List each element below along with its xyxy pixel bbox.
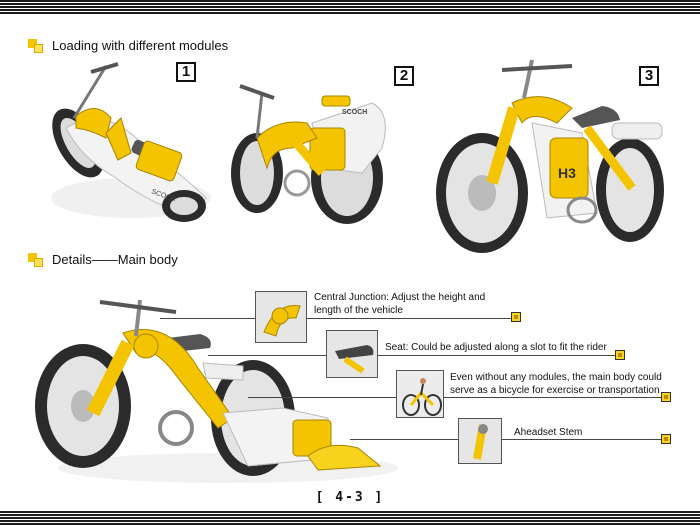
bicycle-mode-thumbnail	[396, 370, 444, 418]
bottom-stripe-band	[0, 511, 700, 525]
bike-variant-3-image: H3	[436, 59, 664, 253]
details-section-heading: Details——Main body	[28, 252, 178, 267]
variant-number-2: 2	[394, 66, 414, 86]
callout-marker-1	[511, 312, 521, 322]
loading-section-heading: Loading with different modules	[28, 38, 228, 53]
bike-variant-1-image: SCOCH	[51, 62, 211, 222]
callout-line-4	[350, 439, 666, 440]
seat-callout: Seat: Could be adjusted along a slot to …	[385, 342, 607, 353]
bicycle-mode-callout: Even without any modules, the main body …	[450, 372, 662, 396]
callout-marker-3	[661, 392, 671, 402]
stem-callout: Aheadset Stem	[514, 427, 583, 438]
loading-section-title: Loading with different modules	[52, 38, 229, 53]
yellow-squares-icon	[28, 38, 44, 53]
page-number-label: [ 4-3 ]	[315, 490, 385, 505]
bike-2-logo: SCOCH	[342, 109, 367, 116]
stem-thumbnail	[458, 418, 502, 464]
central-junction-callout: Central Junction: Adjust the height and …	[314, 292, 486, 316]
seat-thumbnail	[326, 330, 378, 378]
variant-number-1: 1	[176, 62, 196, 82]
yellow-squares-icon	[28, 252, 44, 267]
top-stripe-band	[0, 0, 700, 14]
main-body-bike-image	[35, 299, 398, 483]
callout-line-2	[208, 355, 620, 356]
bike-variant-2-image: SCOCH	[231, 84, 386, 224]
callout-line-1	[160, 318, 518, 319]
callout-line-3	[248, 397, 666, 398]
callout-marker-4	[661, 434, 671, 444]
bike-3-logo: H3	[558, 165, 576, 181]
details-section-title: Details——Main body	[52, 252, 178, 267]
central-junction-thumbnail	[255, 291, 307, 343]
variant-number-3: 3	[639, 66, 659, 86]
callout-marker-2	[615, 350, 625, 360]
